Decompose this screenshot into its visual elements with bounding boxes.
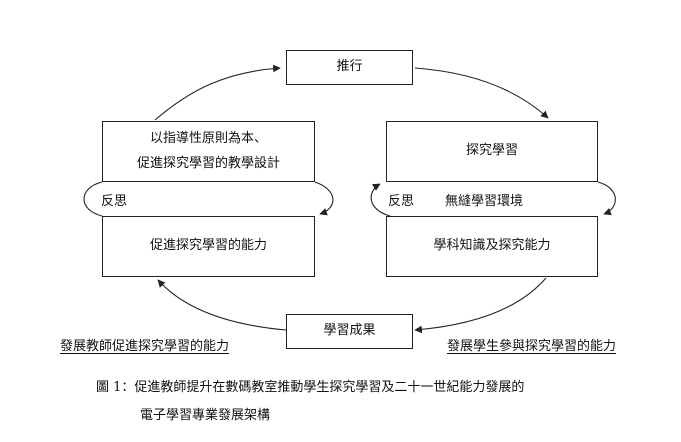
- node-right-bottom-label: 學科知識及探究能力: [433, 238, 551, 254]
- node-right-top-label: 探究學習: [465, 143, 518, 159]
- node-left-top-line2: 促進探究學習的教學設計: [136, 155, 280, 171]
- loop-left-inner: [314, 181, 334, 216]
- caption-line1: 圖 1：促進教師提升在數碼教室推動學生探究學習及二十一世紀能力發展的: [96, 380, 525, 395]
- outcome-right: 發展學生參與探究學習的能力: [447, 339, 617, 354]
- node-left-bottom: 促進探究學習的能力: [102, 216, 315, 277]
- arrow-top-to-right: [414, 67, 549, 119]
- loop-right-outer: [370, 183, 391, 217]
- node-top-label: 推行: [336, 59, 363, 75]
- arrow-left-to-top: [154, 64, 281, 121]
- node-right-bottom: 學科知識及探究能力: [386, 216, 598, 277]
- arrow-bottom-to-left: [157, 279, 287, 331]
- loop-left-outer: [83, 181, 103, 217]
- node-bottom: 學習成果: [286, 314, 413, 349]
- arrow-right-to-bottom: [414, 277, 547, 334]
- node-right-top: 探究學習: [386, 121, 598, 182]
- node-left-bottom-label: 促進探究學習的能力: [149, 238, 267, 254]
- loop-left-label: 反思: [101, 194, 128, 209]
- node-left-top: 以指導性原則為本、 促進探究學習的教學設計: [102, 121, 315, 182]
- node-bottom-label: 學習成果: [323, 323, 376, 339]
- loop-right-inner: [597, 181, 616, 216]
- node-top: 推行: [286, 50, 413, 85]
- loop-right-middle-label: 無縫學習環境: [445, 194, 524, 209]
- caption-line2: 電子學習專業發展架構: [140, 408, 271, 423]
- loop-right-label: 反思: [388, 194, 415, 209]
- outcome-left: 發展教師促進探究學習的能力: [60, 339, 230, 354]
- node-left-top-line1: 以指導性原則為本、: [149, 130, 267, 146]
